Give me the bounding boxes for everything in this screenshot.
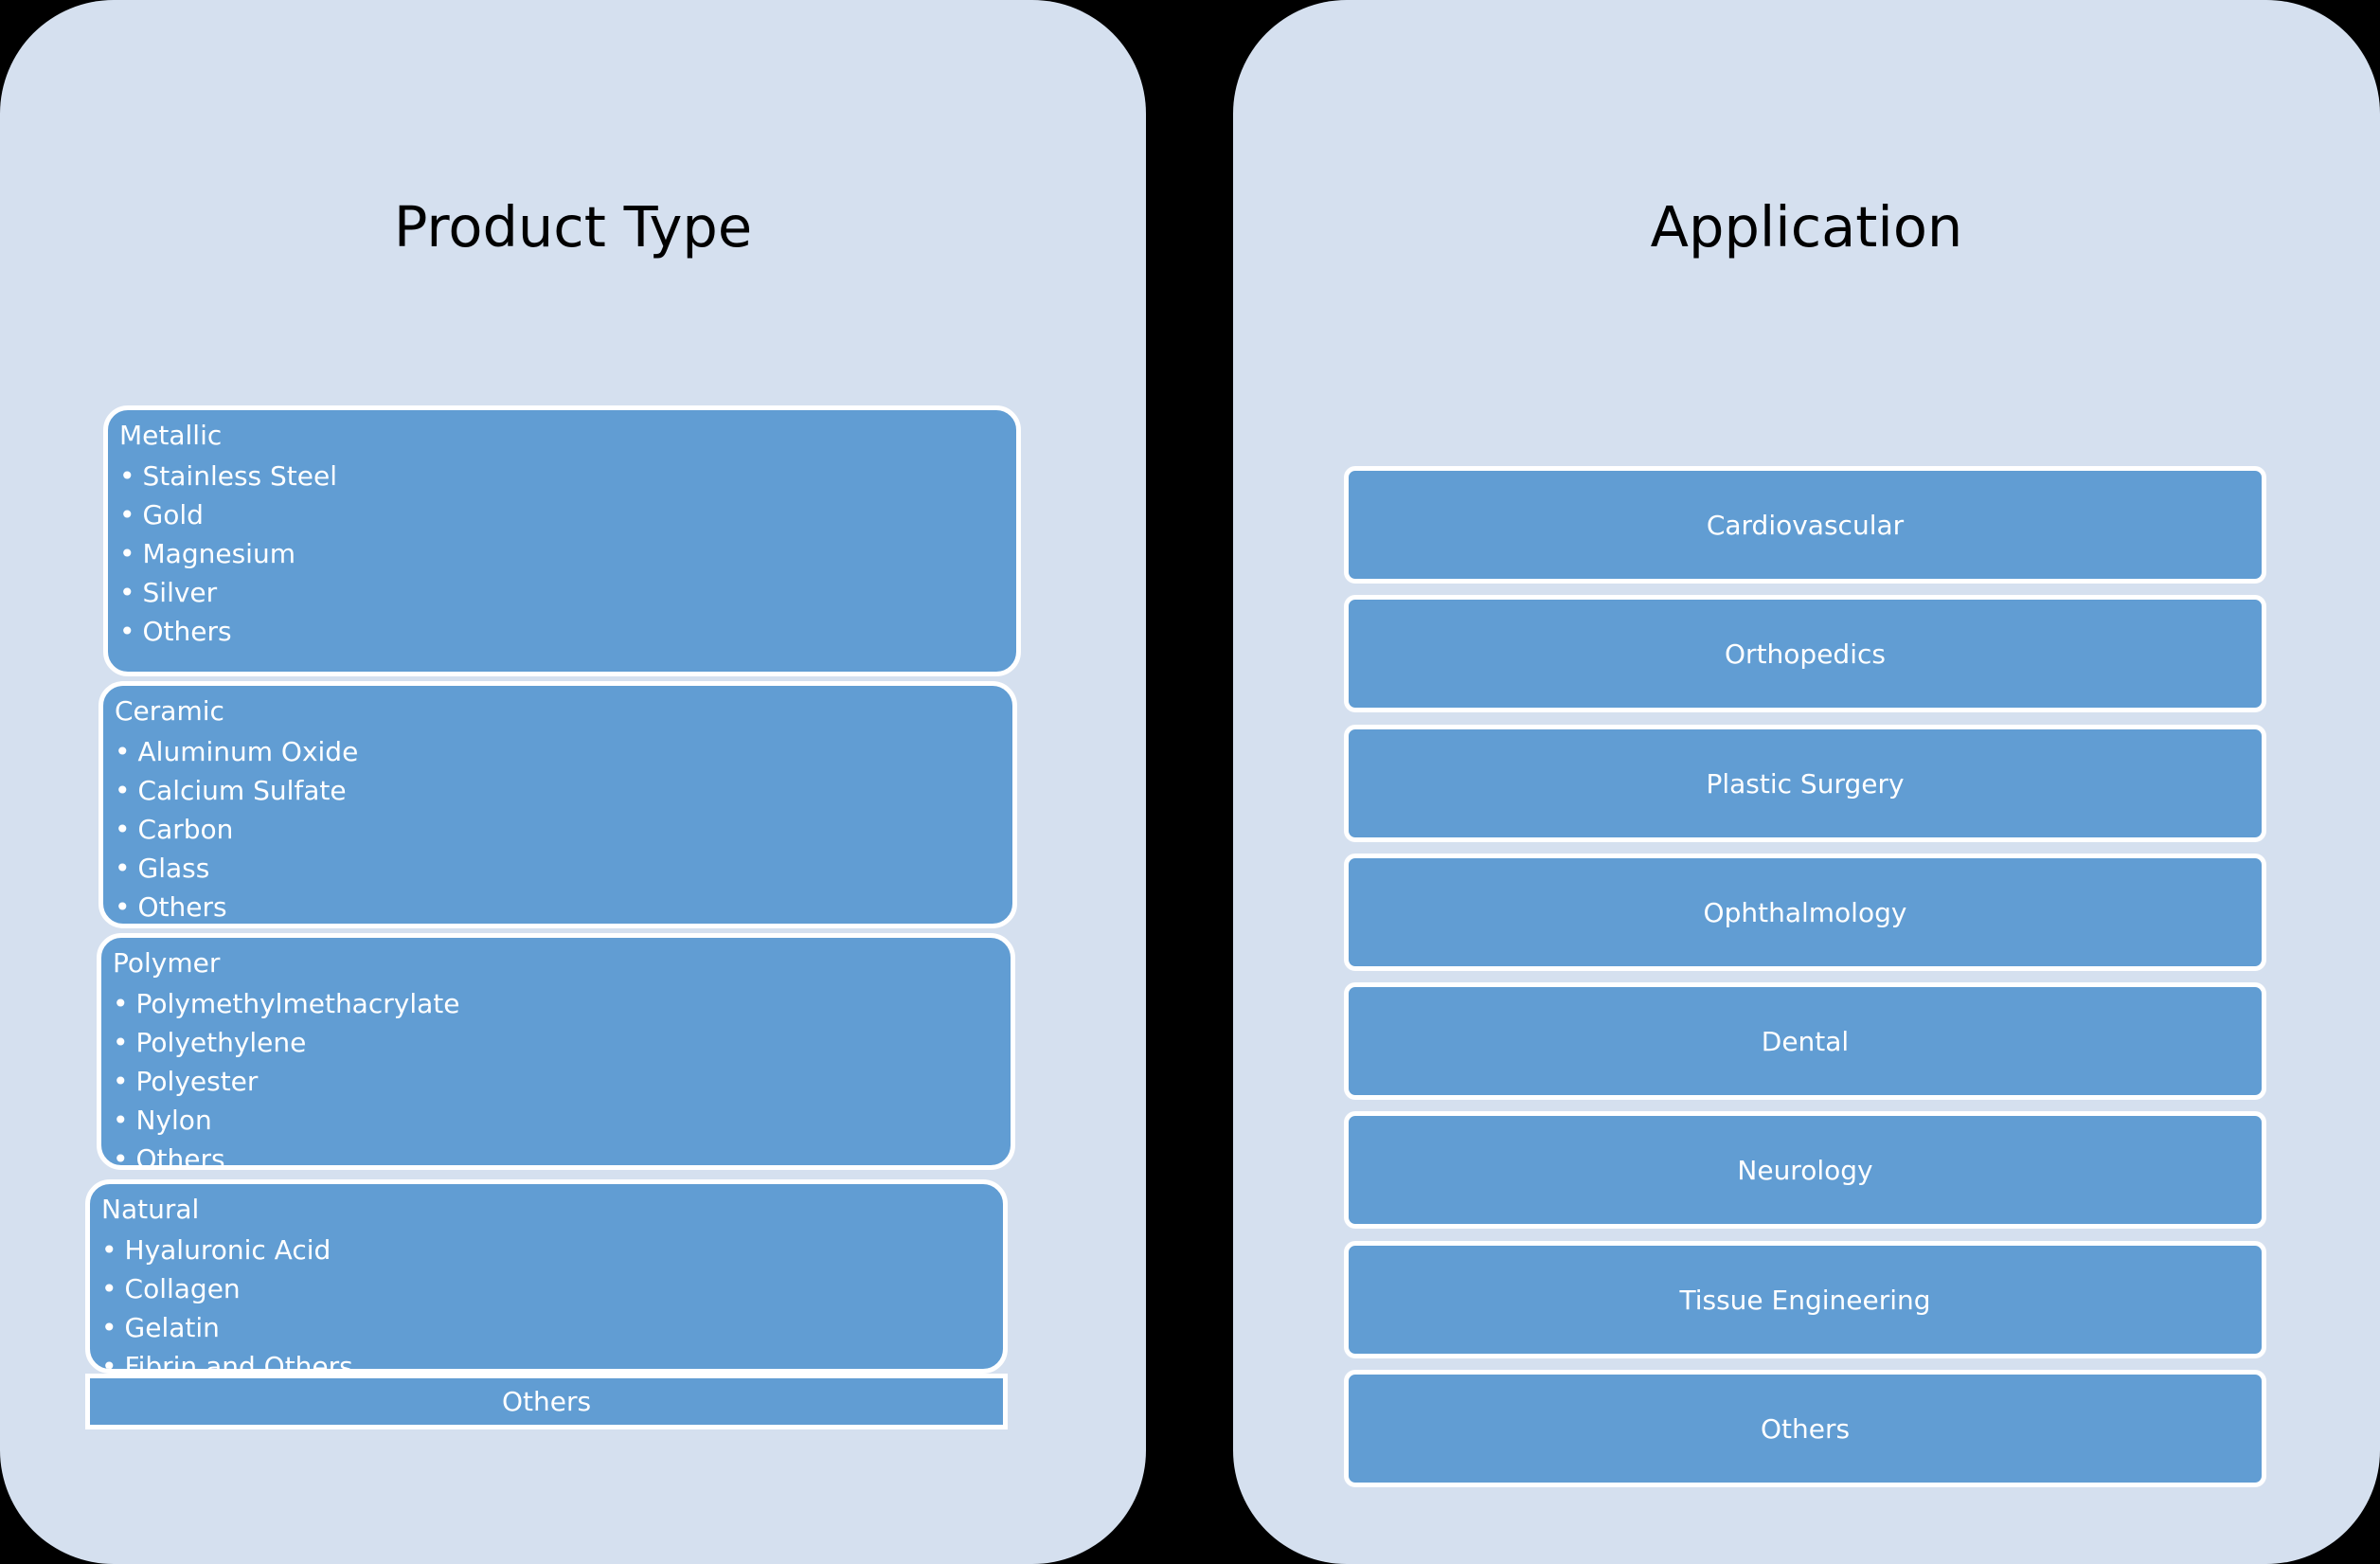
- metallic-list: Stainless Steel Gold Magnesium Silver Ot…: [108, 457, 1016, 651]
- product-others-label: Others: [501, 1386, 592, 1417]
- polymer-title: Polymer: [113, 947, 221, 979]
- application-box: Tissue Engineering: [1344, 1241, 2266, 1358]
- natural-list: Hyaluronic Acid Collagen Gelatin Fibrin …: [90, 1231, 1003, 1369]
- list-item: Stainless Steel: [119, 457, 1016, 495]
- list-item: Polyester: [113, 1062, 1011, 1101]
- list-item: Glass: [115, 849, 1012, 888]
- application-label: Orthopedics: [1725, 638, 1886, 670]
- list-item: Silver: [119, 573, 1016, 612]
- natural-box: Natural Hyaluronic Acid Collagen Gelatin…: [85, 1179, 1008, 1374]
- polymer-box: Polymer Polymethylmethacrylate Polyethyl…: [97, 933, 1015, 1170]
- product-others-box: Others: [85, 1374, 1008, 1429]
- application-label: Dental: [1761, 1025, 1850, 1057]
- application-panel: Application Cardiovascular Orthopedics P…: [1233, 0, 2380, 1564]
- ceramic-box: Ceramic Aluminum Oxide Calcium Sulfate C…: [98, 681, 1017, 928]
- list-item: Hyaluronic Acid: [101, 1231, 1003, 1269]
- application-label: Plastic Surgery: [1706, 767, 1905, 800]
- application-label: Ophthalmology: [1703, 896, 1907, 928]
- list-item: Nylon: [113, 1101, 1011, 1140]
- product-type-panel: Product Type Metallic Stainless Steel Go…: [0, 0, 1146, 1564]
- list-item: Gelatin: [101, 1308, 1003, 1347]
- product-type-title: Product Type: [393, 194, 753, 260]
- application-box: Ophthalmology: [1344, 854, 2266, 971]
- application-label: Neurology: [1737, 1154, 1873, 1186]
- list-item: Others: [119, 612, 1016, 651]
- ceramic-title: Ceramic: [115, 695, 224, 727]
- metallic-title: Metallic: [119, 420, 223, 451]
- list-item: Calcium Sulfate: [115, 771, 1012, 810]
- list-item: Collagen: [101, 1269, 1003, 1308]
- list-item: Polymethylmethacrylate: [113, 984, 1011, 1023]
- polymer-list: Polymethylmethacrylate Polyethylene Poly…: [101, 984, 1011, 1165]
- natural-title: Natural: [101, 1194, 200, 1225]
- application-box: Orthopedics: [1344, 595, 2266, 712]
- application-box: Others: [1344, 1370, 2266, 1487]
- list-item: Others: [115, 888, 1012, 924]
- list-item: Carbon: [115, 810, 1012, 849]
- metallic-box: Metallic Stainless Steel Gold Magnesium …: [103, 405, 1021, 676]
- list-item: Aluminum Oxide: [115, 732, 1012, 771]
- list-item: Fibrin and Others: [101, 1347, 1003, 1369]
- application-label: Cardiovascular: [1706, 509, 1905, 541]
- list-item: Gold: [119, 495, 1016, 534]
- list-item: Others: [113, 1140, 1011, 1165]
- application-box: Cardiovascular: [1344, 466, 2266, 584]
- application-label: Tissue Engineering: [1679, 1284, 1931, 1316]
- application-box: Neurology: [1344, 1111, 2266, 1229]
- application-label: Others: [1760, 1412, 1851, 1445]
- application-box: Dental: [1344, 982, 2266, 1100]
- list-item: Magnesium: [119, 534, 1016, 573]
- list-item: Polyethylene: [113, 1023, 1011, 1062]
- application-title: Application: [1650, 194, 1963, 260]
- application-box: Plastic Surgery: [1344, 725, 2266, 842]
- ceramic-list: Aluminum Oxide Calcium Sulfate Carbon Gl…: [103, 732, 1012, 924]
